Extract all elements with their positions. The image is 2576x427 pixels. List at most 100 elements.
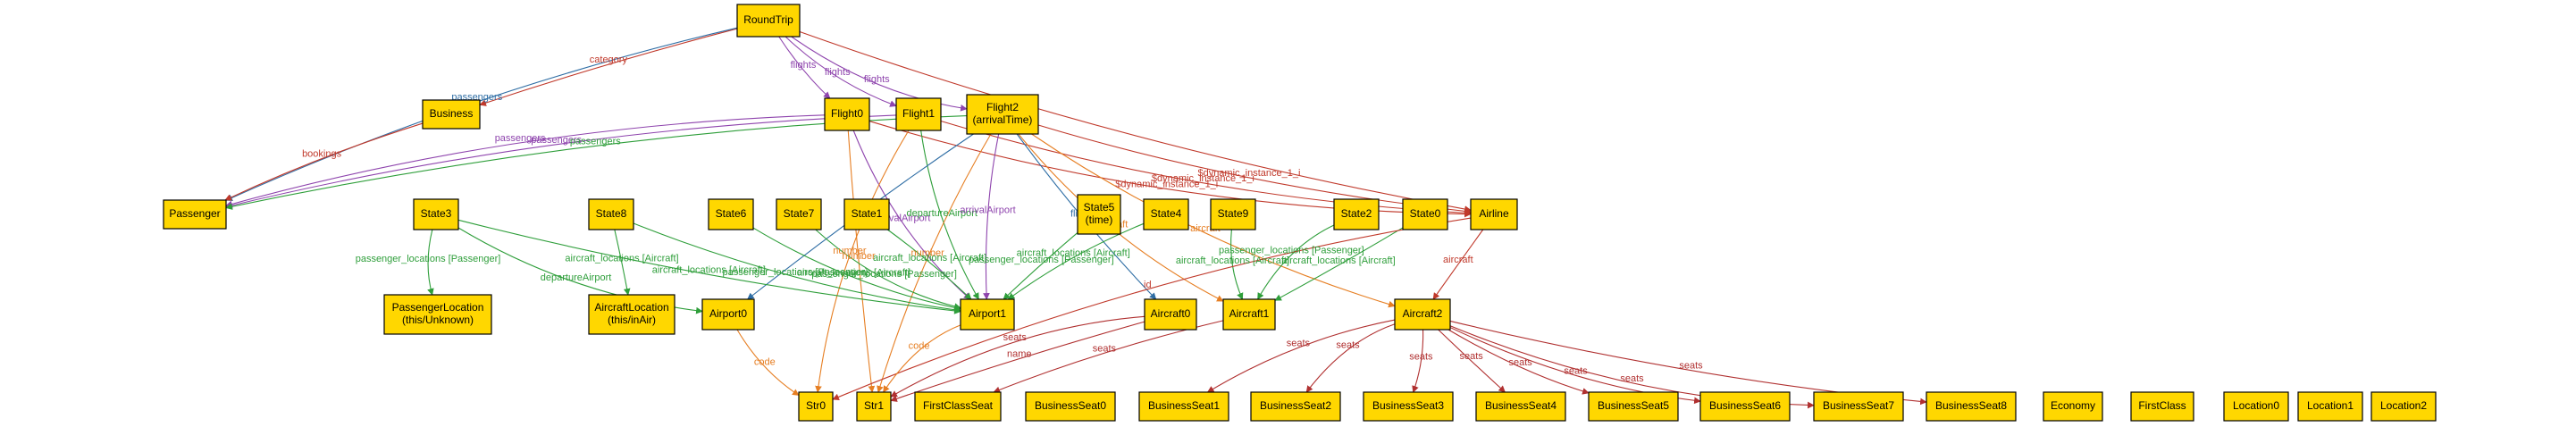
- node-label: FirstClassSeat: [923, 399, 994, 412]
- edge-label: aircraft_locations [Aircraft]: [873, 253, 986, 264]
- edge-aircraft0-str1: [890, 321, 1145, 402]
- node-str0[interactable]: Str0: [798, 391, 834, 422]
- node-location1[interactable]: Location1: [2297, 391, 2363, 422]
- edge-airline-aircraft2: [1432, 229, 1484, 300]
- node-label: Location2: [2380, 399, 2427, 412]
- node-label: (time): [1086, 214, 1113, 226]
- node-passengerlocation[interactable]: PassengerLocation(this/Unknown): [383, 294, 492, 335]
- edge-label: aircraft_locations [Aircraft]: [1017, 247, 1130, 258]
- node-state0[interactable]: State0: [1402, 198, 1448, 230]
- node-firstclassseat[interactable]: FirstClassSeat: [914, 391, 1002, 422]
- node-state2[interactable]: State2: [1333, 198, 1380, 230]
- node-firstclass[interactable]: FirstClass: [2130, 391, 2194, 422]
- node-label: Aircraft0: [1151, 307, 1191, 320]
- edge-state2-aircraft1: [1257, 224, 1335, 300]
- node-label: BusinessSeat2: [1260, 399, 1331, 412]
- node-economy[interactable]: Economy: [2043, 391, 2103, 422]
- edge-label: seats: [1679, 361, 1703, 372]
- node-businessseat2[interactable]: BusinessSeat2: [1250, 391, 1341, 422]
- edge-label: $dynamic_instance_1_i: [1152, 173, 1254, 184]
- edge-roundtrip-flight2: [791, 36, 968, 112]
- node-label: State8: [596, 207, 627, 220]
- node-location2[interactable]: Location2: [2370, 391, 2437, 422]
- node-roundtrip[interactable]: RoundTrip: [736, 4, 801, 38]
- node-passenger[interactable]: Passenger: [163, 199, 227, 230]
- node-label: BusinessSeat0: [1035, 399, 1106, 412]
- node-businessseat0[interactable]: BusinessSeat0: [1025, 391, 1116, 422]
- node-label: Airline: [1479, 207, 1509, 220]
- edge-label: $dynamic_instance_1_i: [1115, 179, 1218, 189]
- node-flight2[interactable]: Flight2(arrivalTime): [966, 94, 1039, 135]
- edge-flight1-str0: [815, 130, 910, 393]
- edge-label: flights: [791, 60, 817, 71]
- edge-aircraft2-businessseat3: [1412, 329, 1424, 393]
- node-flight1[interactable]: Flight1: [895, 97, 942, 131]
- edges-layer: [224, 27, 1927, 409]
- node-label: PassengerLocation: [392, 301, 484, 314]
- node-aircraft1[interactable]: Aircraft1: [1222, 298, 1276, 331]
- node-state6[interactable]: State6: [708, 198, 754, 230]
- node-business[interactable]: Business: [422, 99, 481, 130]
- edge-label: aircraft_locations [Aircraft]: [797, 268, 910, 279]
- edge-label: seats: [1508, 357, 1532, 368]
- edge-aircraft2-businessseat2: [1305, 323, 1396, 393]
- node-state9[interactable]: State9: [1210, 198, 1256, 230]
- edge-state9-aircraft1: [1230, 229, 1244, 300]
- node-businessseat3[interactable]: BusinessSeat3: [1363, 391, 1454, 422]
- node-label: Str1: [864, 399, 884, 412]
- node-state7[interactable]: State7: [776, 198, 822, 230]
- edge-label: flights: [825, 67, 851, 78]
- node-flight0[interactable]: Flight0: [824, 97, 870, 131]
- edge-roundtrip-business: [479, 28, 738, 106]
- node-label: State9: [1218, 207, 1249, 220]
- node-label: State7: [784, 207, 815, 220]
- node-location0[interactable]: Location0: [2223, 391, 2289, 422]
- node-label: Location0: [2233, 399, 2279, 412]
- edge-label: category: [590, 54, 628, 65]
- node-businessseat7[interactable]: BusinessSeat7: [1813, 391, 1904, 422]
- edge-state3-airport1: [457, 219, 961, 314]
- node-airline[interactable]: Airline: [1470, 198, 1518, 230]
- edge-label: arrivalAirport: [960, 205, 1015, 216]
- edge-roundtrip-airline: [799, 30, 1472, 213]
- edge-label: passenger_locations [Passenger]: [723, 267, 868, 278]
- node-businessseat6[interactable]: BusinessSeat6: [1699, 391, 1791, 422]
- edge-label: id: [1144, 280, 1152, 290]
- node-businessseat5[interactable]: BusinessSeat5: [1588, 391, 1679, 422]
- node-label: State0: [1410, 207, 1441, 220]
- node-label: Aircraft1: [1229, 307, 1270, 320]
- edge-label: passenger_locations [Passenger]: [356, 254, 501, 264]
- node-aircraft0[interactable]: Aircraft0: [1144, 298, 1197, 331]
- node-label: State3: [421, 207, 452, 220]
- edge-flight2-aircraft2: [1031, 133, 1396, 308]
- edge-label: aircraft_locations [Aircraft]: [1282, 255, 1396, 266]
- node-label: AircraftLocation: [594, 301, 668, 314]
- node-aircraft2[interactable]: Aircraft2: [1394, 298, 1451, 331]
- node-state4[interactable]: State4: [1143, 198, 1189, 230]
- node-airport1[interactable]: Airport1: [960, 298, 1015, 331]
- edge-label: name: [1007, 349, 1032, 360]
- node-airport0[interactable]: Airport0: [701, 298, 755, 331]
- edge-state5-airport1: [1003, 232, 1078, 300]
- edge-label: seats: [1620, 373, 1644, 384]
- edge-label: seats: [1093, 343, 1117, 354]
- node-businessseat1[interactable]: BusinessSeat1: [1138, 391, 1229, 422]
- node-businessseat8[interactable]: BusinessSeat8: [1926, 391, 2017, 422]
- edge-state0-aircraft1: [1274, 227, 1404, 301]
- node-state3[interactable]: State3: [413, 198, 459, 230]
- node-businessseat4[interactable]: BusinessSeat4: [1475, 391, 1566, 422]
- node-label: BusinessSeat5: [1598, 399, 1669, 412]
- edge-label: number: [911, 248, 945, 259]
- edge-business-passenger: [224, 122, 424, 201]
- edge-label: flights: [864, 74, 890, 85]
- node-state1[interactable]: State1: [843, 198, 890, 230]
- node-label: Aircraft2: [1403, 307, 1443, 320]
- node-label: State6: [716, 207, 747, 220]
- node-state5[interactable]: State5(time): [1077, 194, 1121, 235]
- node-aircraftlocation[interactable]: AircraftLocation(this/inAir): [588, 294, 675, 335]
- edge-aircraft2-businessseat1: [1206, 319, 1396, 393]
- node-str1[interactable]: Str1: [856, 391, 892, 422]
- edge-flight2-airport1: [983, 133, 1000, 300]
- node-state8[interactable]: State8: [588, 198, 634, 230]
